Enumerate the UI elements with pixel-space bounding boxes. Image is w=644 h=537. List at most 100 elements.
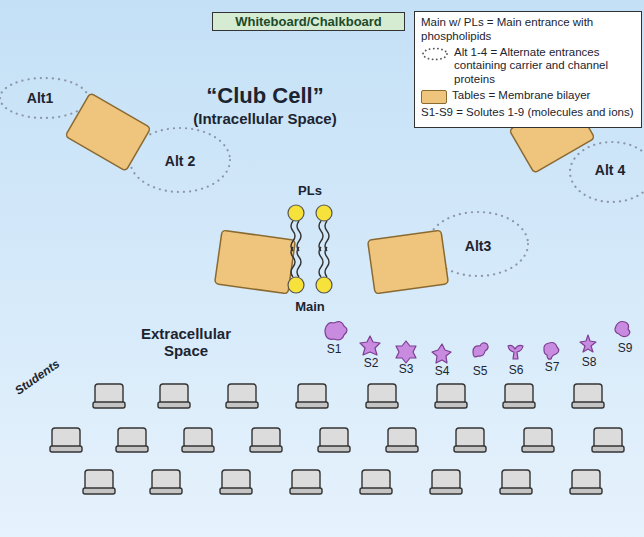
desk-front	[296, 402, 328, 408]
desk-top	[574, 384, 602, 404]
desk-top	[524, 428, 552, 448]
student-desk	[386, 428, 418, 452]
desk-top	[502, 470, 530, 490]
student-desk	[572, 384, 604, 408]
entrance-label: Alt1	[27, 90, 53, 106]
legend-text: S1-S9 = Solutes 1-9 (molecules and ions)	[421, 106, 634, 120]
desk-top	[320, 428, 348, 448]
desk-top	[85, 470, 113, 490]
desk-front	[386, 446, 418, 452]
solute-label: S9	[618, 342, 633, 356]
desk-front	[158, 402, 190, 408]
desk-front	[366, 402, 398, 408]
student-desk	[430, 470, 462, 494]
solute-label: S2	[364, 357, 379, 371]
desk-front	[500, 488, 532, 494]
student-desk	[93, 384, 125, 408]
region-label: (Intracellular Space)	[193, 110, 336, 127]
legend-row: Main w/ PLs = Main entrance with phospho…	[421, 16, 635, 44]
student-desk	[250, 428, 282, 452]
legend-text: Main w/ PLs = Main entrance with phospho…	[421, 16, 635, 44]
desk-top	[298, 384, 326, 404]
desk-front	[570, 488, 602, 494]
desk-top	[228, 384, 256, 404]
student-desk	[226, 384, 258, 408]
student-desk	[290, 470, 322, 494]
desk-top	[222, 470, 250, 490]
desk-front	[290, 488, 322, 494]
desk-top	[152, 470, 180, 490]
phospholipid-label: PLs	[298, 184, 322, 199]
desk-top	[572, 470, 600, 490]
entrance-label: Alt 4	[595, 162, 625, 178]
student-desk	[158, 384, 190, 408]
dotted-oval	[423, 48, 447, 59]
student-desk	[522, 428, 554, 452]
desk-top	[160, 384, 188, 404]
solute-label: S5	[473, 365, 488, 379]
desk-top	[362, 470, 390, 490]
membrane-table	[215, 230, 296, 294]
desk-front	[250, 446, 282, 452]
membrane-table	[368, 230, 449, 294]
student-desk	[318, 428, 350, 452]
desk-top	[184, 428, 212, 448]
student-desk	[366, 384, 398, 408]
desk-front	[454, 446, 486, 452]
solute-label: S8	[582, 356, 597, 370]
legend-row: Tables = Membrane bilayer	[421, 89, 635, 104]
whiteboard-label: Whiteboard/Chalkboard	[235, 14, 382, 29]
student-desk	[50, 428, 82, 452]
desk-front	[572, 402, 604, 408]
student-desk	[570, 470, 602, 494]
legend-text: Tables = Membrane bilayer	[452, 89, 590, 103]
desk-top	[437, 384, 465, 404]
legend-text: Alt 1-4 = Alternate entrances containing…	[454, 46, 635, 87]
desk-top	[368, 384, 396, 404]
desk-top	[292, 470, 320, 490]
legend-dotted-sample	[421, 47, 449, 61]
solute-label: S4	[435, 365, 450, 379]
student-desk	[503, 384, 535, 408]
region-label: Extracellular Space	[131, 325, 241, 360]
student-desk	[500, 470, 532, 494]
solute-label: S3	[399, 363, 414, 377]
student-desk	[150, 470, 182, 494]
phospholipid-pair	[288, 205, 332, 293]
desk-front	[318, 446, 350, 452]
desk-front	[83, 488, 115, 494]
student-desk	[83, 470, 115, 494]
desk-top	[52, 428, 80, 448]
desk-front	[50, 446, 82, 452]
whiteboard-box: Whiteboard/Chalkboard	[212, 12, 405, 31]
desk-front	[226, 402, 258, 408]
group-label: Students	[13, 358, 63, 399]
solute-label: S6	[509, 364, 524, 378]
desk-top	[594, 428, 622, 448]
desk-front	[93, 402, 125, 408]
desk-front	[592, 446, 624, 452]
desk-front	[435, 402, 467, 408]
desk-front	[116, 446, 148, 452]
desk-front	[430, 488, 462, 494]
student-desk	[592, 428, 624, 452]
student-desk	[360, 470, 392, 494]
desk-top	[388, 428, 416, 448]
desk-front	[182, 446, 214, 452]
entrance-label: Alt3	[465, 238, 491, 254]
legend-row: Alt 1-4 = Alternate entrances containing…	[421, 46, 635, 87]
desk-top	[118, 428, 146, 448]
entrance-label: Alt 2	[165, 153, 195, 169]
student-desk	[454, 428, 486, 452]
desk-front	[150, 488, 182, 494]
desk-top	[456, 428, 484, 448]
diagram-title: “Club Cell”	[206, 83, 323, 108]
student-desk	[182, 428, 214, 452]
student-desk	[116, 428, 148, 452]
desk-top	[252, 428, 280, 448]
legend-row: S1-S9 = Solutes 1-9 (molecules and ions)	[421, 106, 635, 120]
student-desk	[435, 384, 467, 408]
desk-top	[432, 470, 460, 490]
student-desk	[296, 384, 328, 408]
